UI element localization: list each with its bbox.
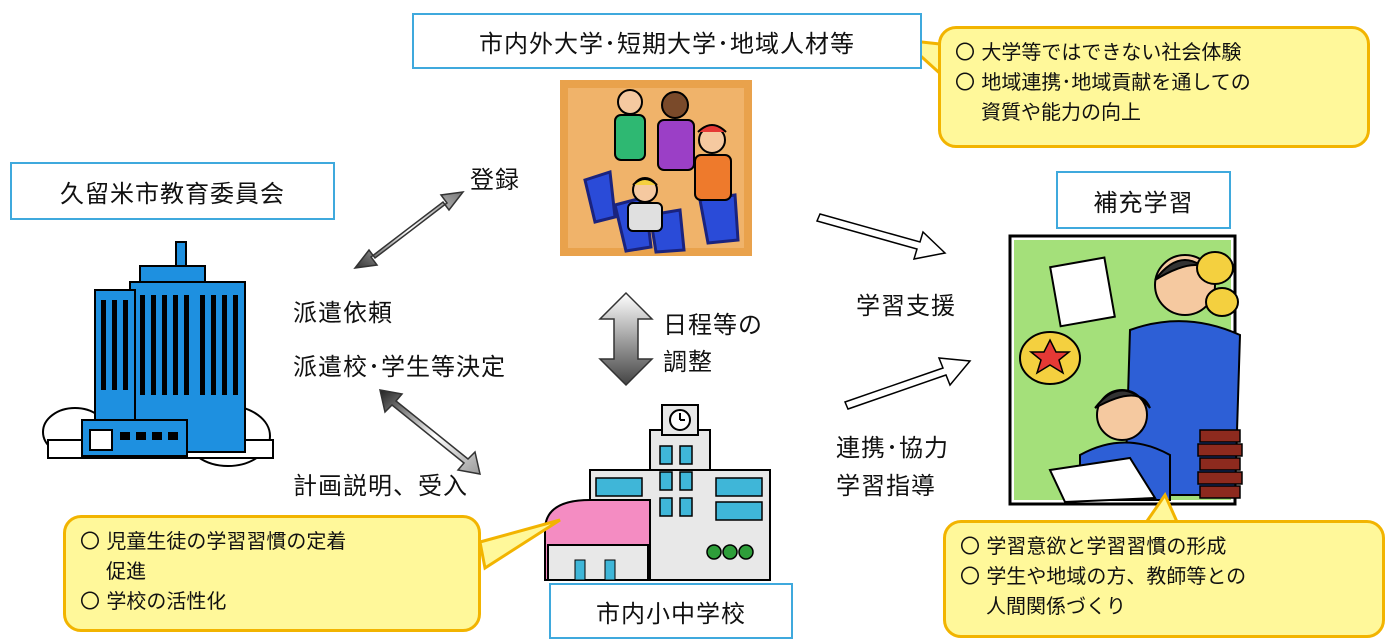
callout-tail-schools bbox=[478, 518, 561, 571]
dispatch-decision-label: 派遣校･学生等決定 bbox=[293, 353, 506, 381]
office-building-icon bbox=[42, 241, 274, 467]
universities-callout-line1: 〇 大学等ではできない社会体験 bbox=[955, 40, 1242, 64]
schedule-label-2: 調整 bbox=[663, 348, 713, 376]
cooperation-arrow bbox=[843, 357, 972, 410]
schools-label: 市内小中学校 bbox=[596, 599, 746, 628]
supplementary-callout-line2: 〇 学生や地域の方、教師等との bbox=[960, 564, 1247, 588]
seated-students-illustration bbox=[560, 80, 752, 256]
universities-label: 市内外大学･短期大学･地域人材等 bbox=[479, 29, 855, 58]
schedule-label-1: 日程等の bbox=[663, 311, 763, 339]
supplementary-callout-line1: 〇 学習意欲と学習習慣の形成 bbox=[960, 534, 1227, 558]
schedule-double-arrow bbox=[598, 291, 654, 387]
tutoring-illustration bbox=[1008, 234, 1243, 506]
plan-double-arrow bbox=[379, 389, 481, 475]
supplementary-box: 補充学習 bbox=[1056, 171, 1231, 229]
learning-guidance-label: 学習指導 bbox=[836, 472, 936, 500]
register-double-arrow bbox=[353, 191, 465, 269]
schools-callout-line3: 〇 学校の活性化 bbox=[80, 589, 227, 613]
plan-explain-label: 計画説明、受入 bbox=[293, 472, 468, 500]
learning-support-arrow bbox=[815, 213, 947, 260]
schools-box: 市内小中学校 bbox=[549, 583, 793, 639]
supplementary-callout: 〇 学習意欲と学習習慣の形成 〇 学生や地域の方、教師等との 人間関係づくり bbox=[943, 520, 1385, 638]
supplementary-callout-line3: 人間関係づくり bbox=[986, 594, 1126, 618]
universities-box: 市内外大学･短期大学･地域人材等 bbox=[412, 13, 922, 69]
cooperation-label: 連携･協力 bbox=[836, 434, 949, 462]
learning-support-label: 学習支援 bbox=[856, 292, 956, 320]
schools-callout: 〇 児童生徒の学習習慣の定着 促進 〇 学校の活性化 bbox=[63, 515, 481, 632]
schools-callout-line1: 〇 児童生徒の学習習慣の定着 bbox=[80, 529, 347, 553]
dispatch-request-label: 派遣依頼 bbox=[293, 299, 393, 327]
school-building-illustration bbox=[544, 404, 771, 581]
universities-callout-line2: 〇 地域連携･地域貢献を通しての bbox=[955, 70, 1251, 94]
schools-callout-line2: 促進 bbox=[106, 559, 146, 583]
register-label: 登録 bbox=[470, 166, 520, 194]
universities-callout: 〇 大学等ではできない社会体験 〇 地域連携･地域貢献を通しての 資質や能力の向… bbox=[938, 26, 1370, 148]
supplementary-label: 補充学習 bbox=[1093, 188, 1194, 217]
board-box: 久留米市教育委員会 bbox=[10, 162, 335, 220]
universities-callout-line3: 資質や能力の向上 bbox=[981, 100, 1141, 124]
board-label: 久留米市教育委員会 bbox=[60, 179, 285, 208]
